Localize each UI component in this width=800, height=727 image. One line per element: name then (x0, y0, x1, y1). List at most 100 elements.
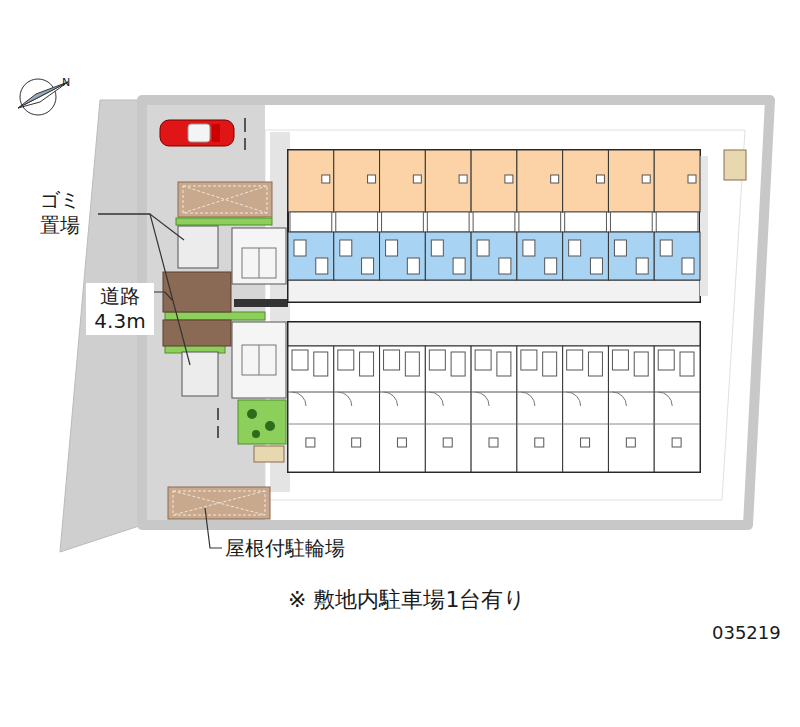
sink (634, 352, 648, 376)
bike-parking (168, 487, 270, 519)
compass (18, 79, 68, 115)
toilet (338, 350, 354, 370)
door (429, 392, 443, 406)
bike-parking (178, 182, 272, 217)
kitchen (565, 212, 607, 232)
bath-area (517, 232, 563, 280)
site-inner (265, 130, 745, 500)
unit (334, 346, 380, 472)
window (443, 438, 452, 447)
sink (453, 258, 465, 274)
toilet (521, 350, 537, 370)
hedge (165, 312, 265, 320)
unit (425, 346, 471, 472)
toilet (475, 350, 491, 370)
unit (563, 346, 609, 472)
toilet (292, 350, 308, 370)
window (489, 438, 498, 447)
toilet (294, 240, 306, 256)
room (380, 150, 426, 212)
window (368, 175, 376, 183)
car (160, 120, 234, 146)
sink (451, 352, 465, 376)
garbage-area (178, 226, 218, 268)
bath-area (334, 232, 380, 280)
hedge (176, 218, 272, 225)
bath-area (288, 232, 334, 280)
room (288, 150, 334, 212)
window (581, 438, 590, 447)
window (596, 175, 604, 183)
window (459, 175, 467, 183)
window (352, 438, 361, 447)
room (425, 150, 471, 212)
kitchen (382, 212, 424, 232)
unit (517, 346, 563, 472)
map-label: ※ 敷地内駐車場1台有り (288, 586, 526, 614)
unit (654, 346, 700, 472)
entrance-paving (163, 272, 231, 346)
sink (362, 258, 374, 274)
kitchen (473, 212, 515, 232)
window (688, 175, 696, 183)
unit (471, 346, 517, 472)
sink (588, 352, 602, 376)
sink (682, 258, 694, 274)
room (517, 150, 563, 212)
toilet (429, 350, 445, 370)
map-label: N (62, 76, 70, 90)
bath-area (608, 232, 654, 280)
window (322, 175, 330, 183)
door (475, 392, 489, 406)
kitchen (656, 212, 698, 232)
kitchen (336, 212, 378, 232)
map-label: 035219 (712, 622, 781, 645)
wall (425, 424, 471, 425)
map-label: 屋根付駐輪場 (225, 536, 345, 561)
window (551, 175, 559, 183)
kitchen (519, 212, 561, 232)
parking-mark (217, 408, 219, 420)
sink (405, 352, 419, 376)
wall (471, 424, 517, 425)
room (654, 150, 700, 212)
door (567, 392, 581, 406)
toilet (567, 350, 583, 370)
room (563, 150, 609, 212)
unit (608, 346, 654, 472)
bath-area (471, 232, 517, 280)
toilet (612, 350, 628, 370)
building (288, 150, 708, 472)
door (292, 392, 306, 406)
unit (288, 346, 334, 472)
toilet (660, 240, 672, 256)
sink (497, 352, 511, 376)
kitchen (610, 212, 652, 232)
room (334, 150, 380, 212)
site-boundary (142, 100, 770, 525)
toilet (477, 240, 489, 256)
toilet (523, 240, 535, 256)
sink (590, 258, 602, 274)
wall (654, 424, 700, 425)
unit (380, 346, 426, 472)
bath-area (563, 232, 609, 280)
door (521, 392, 535, 406)
map-label: ゴミ 置場 (40, 188, 84, 238)
sink (680, 352, 694, 376)
window (397, 438, 406, 447)
toilet (386, 240, 398, 256)
toilet (340, 240, 352, 256)
window (413, 175, 421, 183)
wall (380, 424, 426, 425)
sink (636, 258, 648, 274)
garbage-area (182, 352, 218, 396)
kitchen (427, 212, 469, 232)
toilet (384, 350, 400, 370)
parking-mark (217, 426, 219, 438)
sink (360, 352, 374, 376)
sink (407, 258, 419, 274)
driveway (147, 105, 265, 520)
window (626, 438, 635, 447)
